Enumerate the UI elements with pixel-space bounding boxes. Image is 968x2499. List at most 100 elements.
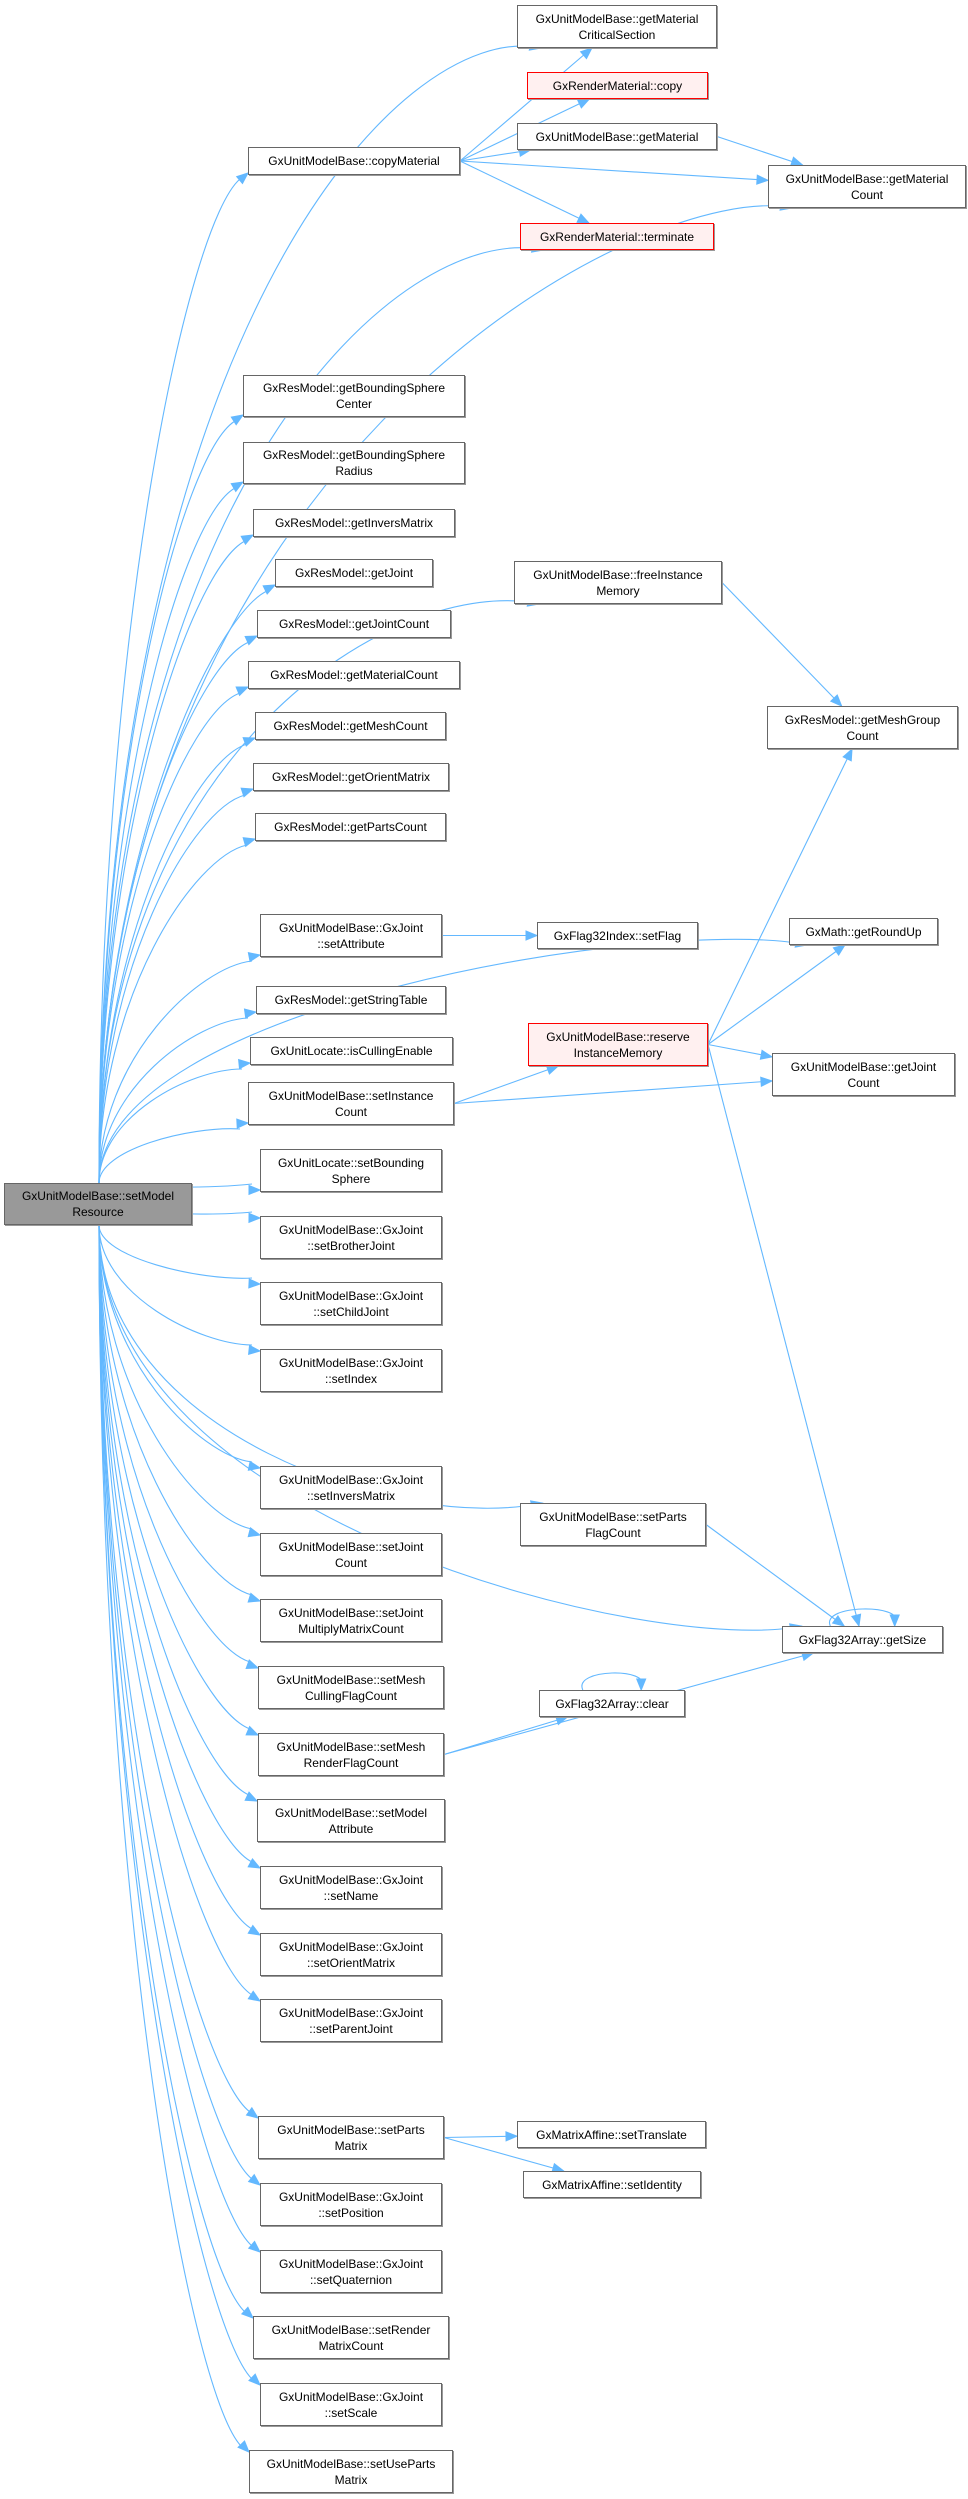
node-set-brother-joint[interactable]: GxUnitModelBase::GxJoint ::setBrotherJoi…: [260, 1216, 442, 1259]
edge-root-to-getBoundingSphereCenter-arrowhead: [230, 414, 245, 426]
node-get-round-up[interactable]: GxMath::getRoundUp: [789, 918, 938, 945]
edge-root-to-setParentJoint-arrowhead: [247, 1990, 262, 2002]
edge-root-to-setModelAttribute: [98, 1224, 250, 1796]
node-get-material[interactable]: GxUnitModelBase::getMaterial: [517, 123, 717, 150]
edge-root-to-setMeshRenderFlagCount: [98, 1224, 251, 1730]
edge-root-to-isCullingEnable: [98, 1068, 243, 1184]
node-set-scale[interactable]: GxUnitModelBase::GxJoint ::setScale: [260, 2383, 442, 2426]
edge-reserveInstanceMemory-to-getSize: [707, 1044, 860, 1627]
node-copy-material[interactable]: GxUnitModelBase::copyMaterial: [248, 147, 460, 175]
edge-root-to-getMeshCount: [98, 743, 248, 1184]
node-get-size[interactable]: GxFlag32Array::getSize: [782, 1626, 943, 1653]
node-get-bounding-sphere-radius[interactable]: GxResModel::getBoundingSphere Radius: [243, 442, 465, 484]
node-render-material-copy[interactable]: GxRenderMaterial::copy: [527, 72, 708, 99]
edge-root-to-setInversMatrix-arrowhead: [247, 1460, 262, 1471]
node-set-flag[interactable]: GxFlag32Index::setFlag: [537, 922, 698, 949]
node-set-parts-flag-count[interactable]: GxUnitModelBase::setParts FlagCount: [520, 1503, 706, 1546]
node-set-use-parts-matrix[interactable]: GxUnitModelBase::setUseParts Matrix: [249, 2450, 453, 2493]
node-set-instance-count[interactable]: GxUnitModelBase::setInstance Count: [248, 1082, 454, 1125]
edge-root-to-getBoundingSphereRadius: [98, 487, 236, 1184]
node-reserve-instance-memory[interactable]: GxUnitModelBase::reserve InstanceMemory: [528, 1023, 708, 1066]
node-res-get-joint-count[interactable]: GxResModel::getJointCount: [257, 610, 451, 638]
edge-root-to-setName: [98, 1224, 253, 1863]
node-get-parts-count[interactable]: GxResModel::getPartsCount: [255, 813, 446, 841]
edge-root-to-setRenderMatrixCount-arrowhead: [240, 2306, 254, 2319]
node-get-invers-matrix[interactable]: GxResModel::getInversMatrix: [253, 509, 455, 537]
edge-root-to-copyMaterial: [98, 178, 241, 1184]
edge-root-to-setName-arrowhead: [247, 1857, 262, 1869]
node-set-joint-multiply-matrix-count[interactable]: GxUnitModelBase::setJoint MultiplyMatrix…: [260, 1599, 442, 1642]
node-get-orient-matrix[interactable]: GxResModel::getOrientMatrix: [253, 763, 449, 791]
node-get-mesh-group-count[interactable]: GxResModel::getMeshGroup Count: [767, 706, 958, 749]
edge-setPartsMatrix-to-setTranslate-arrowhead: [505, 2131, 519, 2142]
node-set-invers-matrix[interactable]: GxUnitModelBase::GxJoint ::setInversMatr…: [260, 1466, 442, 1509]
node-set-parts-matrix[interactable]: GxUnitModelBase::setParts Matrix: [258, 2116, 444, 2159]
edge-root-to-getOrientMatrix-arrowhead: [240, 787, 255, 798]
node-get-material-count[interactable]: GxUnitModelBase::getMaterial Count: [768, 165, 966, 208]
edge-root-to-getBoundingSphereCenter: [98, 420, 236, 1184]
node-set-mesh-render-flag-count[interactable]: GxUnitModelBase::setMesh RenderFlagCount: [258, 1733, 444, 1776]
node-get-joint-count[interactable]: GxUnitModelBase::getJoint Count: [772, 1053, 955, 1096]
edge-root-to-setPosition: [98, 1224, 253, 2180]
edge-reserveInstanceMemory-to-getMeshGroupCount-arrowhead: [842, 747, 853, 762]
node-set-quaternion[interactable]: GxUnitModelBase::GxJoint ::setQuaternion: [260, 2250, 442, 2293]
node-render-material-terminate[interactable]: GxRenderMaterial::terminate: [520, 223, 714, 250]
node-set-translate[interactable]: GxMatrixAffine::setTranslate: [517, 2121, 706, 2148]
node-set-render-matrix-count[interactable]: GxUnitModelBase::setRender MatrixCount: [253, 2316, 449, 2359]
node-get-joint[interactable]: GxResModel::getJoint: [275, 559, 433, 587]
edge-root-to-setInstanceCount-arrowhead: [236, 1118, 250, 1129]
edge-setAttribute-to-setFlag-arrowhead: [525, 930, 539, 941]
node-res-get-material-count[interactable]: GxResModel::getMaterialCount: [248, 661, 460, 689]
edge-root-to-setPosition-arrowhead: [247, 2173, 262, 2186]
node-set-model-attribute[interactable]: GxUnitModelBase::setModel Attribute: [257, 1799, 445, 1842]
node-set-position[interactable]: GxUnitModelBase::GxJoint ::setPosition: [260, 2183, 442, 2226]
node-get-string-table[interactable]: GxResModel::getStringTable: [256, 986, 446, 1014]
node-clear[interactable]: GxFlag32Array::clear: [539, 1690, 685, 1717]
node-set-index[interactable]: GxUnitModelBase::GxJoint ::setIndex: [260, 1349, 442, 1392]
node-set-orient-matrix[interactable]: GxUnitModelBase::GxJoint ::setOrientMatr…: [260, 1933, 442, 1976]
edge-copyMaterial-to-getMaterial: [459, 149, 531, 162]
edge-root-to-setInversMatrix: [98, 1224, 253, 1463]
edge-root-to-getPartsCount-arrowhead: [242, 837, 257, 848]
edge-root-to-setInstanceCount: [98, 1128, 241, 1184]
edge-root-to-getOrientMatrix: [98, 794, 246, 1184]
node-set-joint-count[interactable]: GxUnitModelBase::setJoint Count: [260, 1533, 442, 1576]
node-free-instance-memory[interactable]: GxUnitModelBase::freeInstance Memory: [514, 561, 722, 604]
edge-root-to-setMeshRenderFlagCount-arrowhead: [245, 1725, 260, 1736]
edge-reserveInstanceMemory-to-getJointCount-arrowhead: [759, 1049, 774, 1060]
edge-copyMaterial-to-renderMaterialTerminate-arrowhead: [576, 213, 591, 224]
edge-root-to-setOrientMatrix: [98, 1224, 253, 1930]
edge-root-to-setJointCount: [98, 1224, 253, 1530]
node-set-identity[interactable]: GxMatrixAffine::setIdentity: [523, 2171, 701, 2198]
edge-reserveInstanceMemory-to-getMeshGroupCount: [707, 748, 853, 1045]
edge-clear-to-clear-arrowhead: [635, 1678, 647, 1692]
edge-root-to-isCullingEnable-arrowhead: [238, 1058, 252, 1070]
node-set-attribute[interactable]: GxUnitModelBase::GxJoint ::setAttribute: [260, 914, 442, 957]
edge-root-to-setIndex-arrowhead: [248, 1344, 262, 1356]
node-set-mesh-culling-flag-count[interactable]: GxUnitModelBase::setMesh CullingFlagCoun…: [258, 1666, 444, 1709]
node-set-parent-joint[interactable]: GxUnitModelBase::GxJoint ::setParentJoin…: [260, 1999, 442, 2042]
edge-setMeshRenderFlagCount-to-clear: [443, 1716, 568, 1756]
edge-root-to-setUsePartsMatrix-arrowhead: [237, 2440, 250, 2453]
node-get-mesh-count[interactable]: GxResModel::getMeshCount: [255, 712, 446, 740]
edge-setPartsFlagCount-to-getSize-arrowhead: [831, 1614, 846, 1627]
edge-reserveInstanceMemory-to-getSize-arrowhead: [851, 1613, 862, 1628]
edge-root-to-setAttribute-arrowhead: [247, 951, 262, 963]
node-set-child-joint[interactable]: GxUnitModelBase::GxJoint ::setChildJoint: [260, 1282, 442, 1325]
node-set-name[interactable]: GxUnitModelBase::GxJoint ::setName: [260, 1866, 442, 1909]
edge-setInstanceCount-to-getJointCount: [453, 1080, 773, 1105]
node-get-bounding-sphere-center[interactable]: GxResModel::getBoundingSphere Center: [243, 375, 465, 417]
edge-root-to-resGetMaterialCount: [98, 692, 241, 1184]
node-get-material-critical-section[interactable]: GxUnitModelBase::getMaterial CriticalSec…: [517, 5, 717, 48]
edge-root-to-getStringTable: [98, 1017, 249, 1184]
edge-copyMaterial-to-renderMaterialCopy-arrowhead: [576, 98, 591, 109]
node-set-bounding-sphere[interactable]: GxUnitLocate::setBounding Sphere: [260, 1149, 442, 1192]
edge-root-to-setBrotherJoint-arrowhead: [248, 1212, 262, 1224]
node-is-culling-enable[interactable]: GxUnitLocate::isCullingEnable: [250, 1037, 453, 1065]
edge-reserveInstanceMemory-to-getRoundUp: [707, 944, 846, 1045]
edge-getMaterial-to-getMaterialCount: [716, 135, 803, 166]
edge-setPartsMatrix-to-setTranslate: [443, 2135, 518, 2139]
edge-root-to-getJoint-arrowhead: [262, 584, 277, 595]
